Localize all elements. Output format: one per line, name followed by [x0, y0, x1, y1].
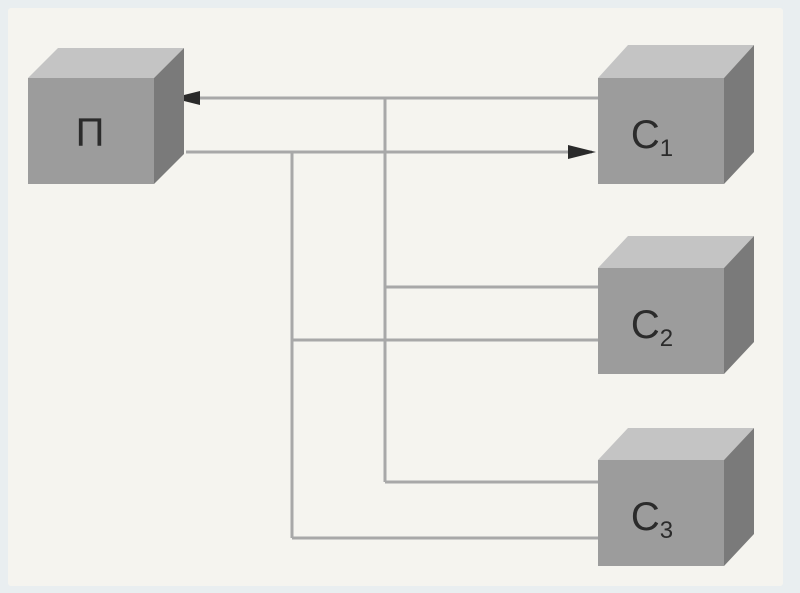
node-label-c3-main: C — [631, 495, 660, 539]
cube-c1-side — [724, 45, 754, 184]
cube-c2-front — [598, 268, 724, 374]
cube-p-side — [154, 48, 184, 184]
cube-c1-front — [598, 78, 724, 184]
cube-c2[interactable]: C2 — [598, 236, 754, 374]
node-label-c2-subscript: 2 — [660, 325, 673, 352]
cube-c3[interactable]: C3 — [598, 428, 754, 566]
node-label-c1-main: C — [631, 113, 660, 157]
cube-c2-side — [724, 236, 754, 374]
cube-c3-top — [598, 428, 754, 460]
arrow-into-p — [172, 91, 200, 105]
cube-c3-side — [724, 428, 754, 566]
node-label-c2: C2 — [631, 303, 673, 352]
node-label-c1-subscript: 1 — [660, 135, 673, 162]
cube-c3-front — [598, 460, 724, 566]
cube-c2-top — [598, 236, 754, 268]
arrow-into-c1 — [568, 145, 596, 159]
node-label-p: П — [76, 111, 105, 155]
node-label-c3: C3 — [631, 495, 673, 544]
arrowheads — [172, 91, 596, 159]
node-label-c3-subscript: 3 — [660, 517, 673, 544]
cube-p-front — [28, 78, 154, 184]
cube-p[interactable]: П — [28, 48, 184, 184]
cube-c1[interactable]: C1 — [598, 45, 754, 184]
cube-c1-top — [598, 45, 754, 78]
node-label-c2-main: C — [631, 303, 660, 347]
node-label-c1: C1 — [631, 113, 673, 162]
cube-p-top — [28, 48, 184, 78]
connections — [178, 96, 598, 540]
